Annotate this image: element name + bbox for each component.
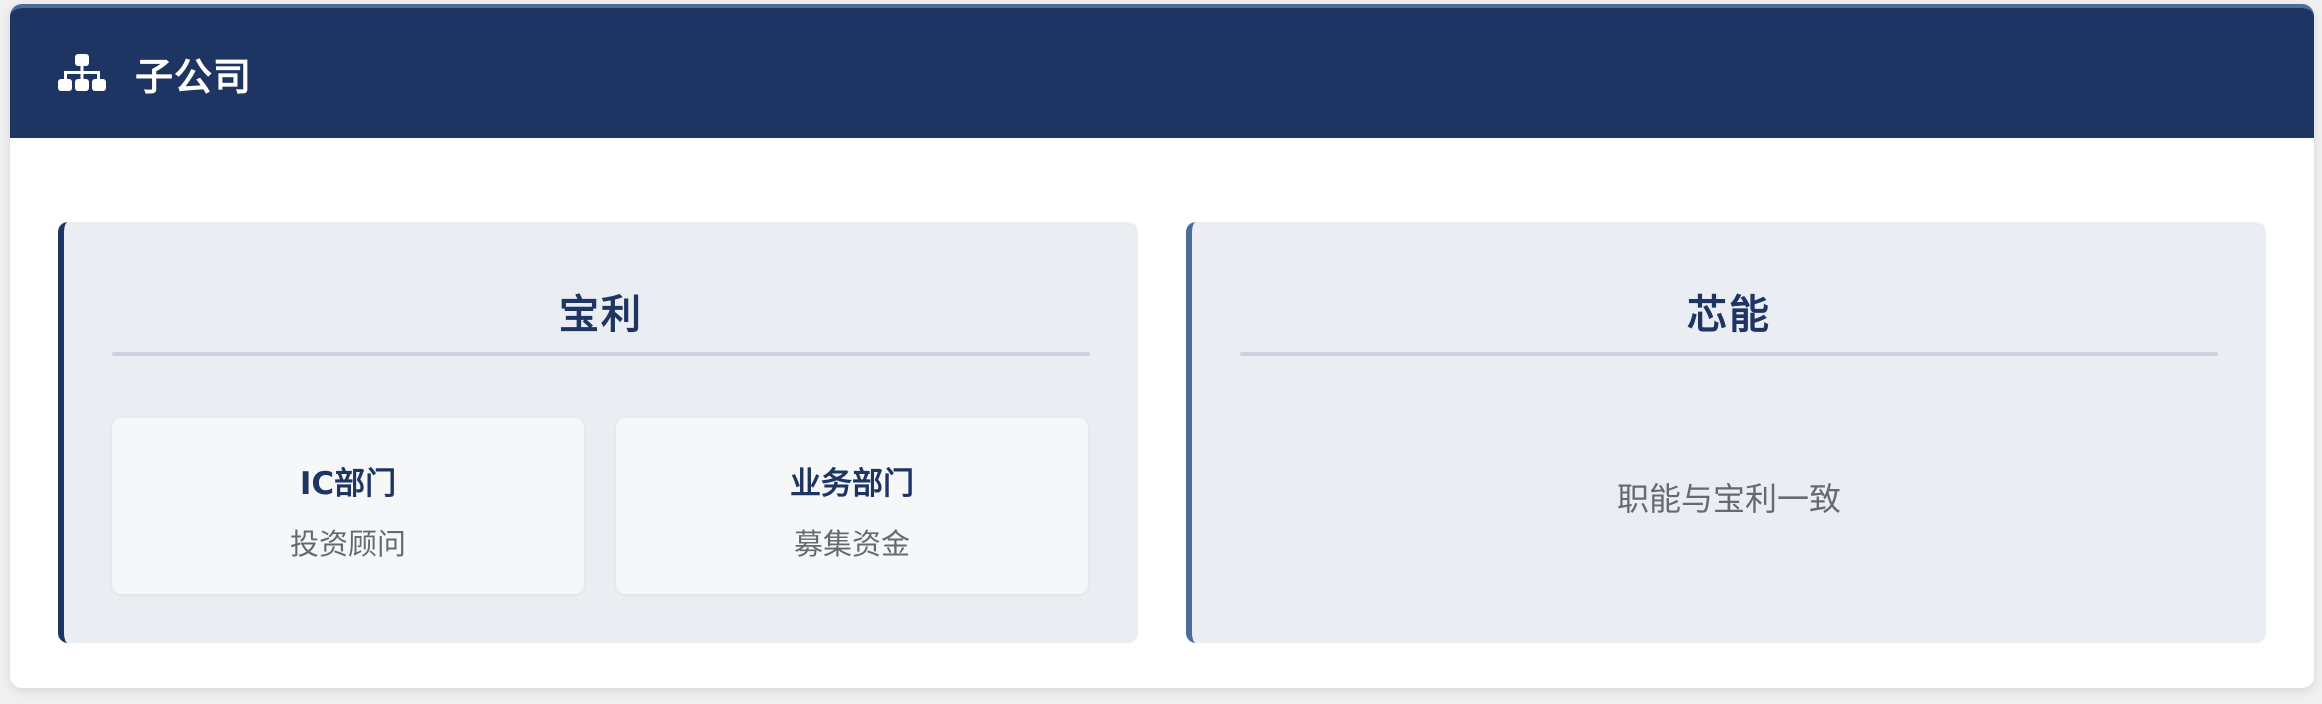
department-description: 募集资金 <box>793 527 910 561</box>
company-name: 芯能 <box>1687 292 1771 338</box>
department-card-business: 业务部门 募集资金 <box>616 418 1088 594</box>
panel-header: 子公司 <box>10 8 2314 138</box>
company-note: 职能与宝利一致 <box>1616 480 1841 518</box>
panel-title: 子公司 <box>135 54 253 99</box>
department-description: 投资顾问 <box>289 527 406 561</box>
divider <box>1240 352 2218 356</box>
subsidiaries-panel: 子公司 宝利 IC部门 投资顾问 业务部门 募集资金 芯能 职能与宝利一致 <box>10 4 2314 688</box>
sitemap-icon <box>58 54 106 92</box>
company-card-xinneng: 芯能 职能与宝利一致 <box>1186 222 2266 643</box>
divider <box>112 352 1090 356</box>
company-card-baoli: 宝利 IC部门 投资顾问 业务部门 募集资金 <box>58 222 1138 643</box>
company-name: 宝利 <box>559 292 643 338</box>
department-name: 业务部门 <box>790 466 914 502</box>
department-name: IC部门 <box>299 466 397 502</box>
department-card-ic: IC部门 投资顾问 <box>112 418 584 594</box>
